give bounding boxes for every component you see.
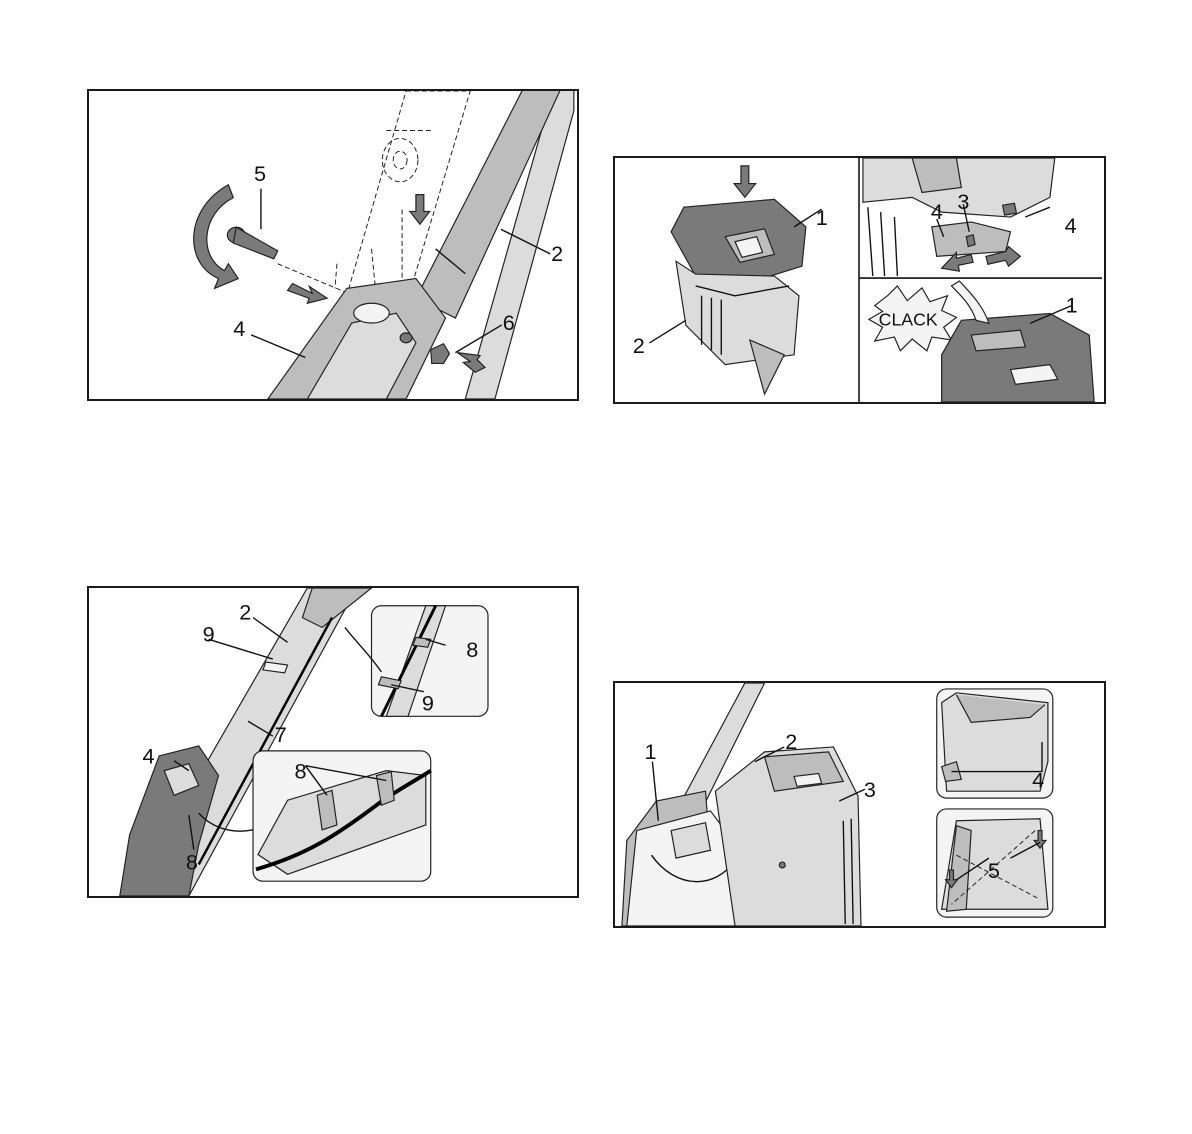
figure-catcher-mounting-drawing: 1 2 3 4 5 bbox=[615, 683, 1104, 926]
callout-catcher: 3 bbox=[864, 777, 876, 802]
callout-cable-hook-top: 8 bbox=[466, 637, 478, 662]
callout-bolt: 5 bbox=[254, 161, 266, 186]
callout-bracket: 4 bbox=[142, 744, 154, 769]
callout-catcher: 2 bbox=[633, 333, 645, 358]
callout-cable: 7 bbox=[275, 722, 287, 747]
callout-cable-hook-lower: 8 bbox=[186, 849, 198, 874]
callout-bracket: 4 bbox=[233, 316, 245, 341]
figure-catcher-lid-assembly: 1 2 4 3 4 CLACK 1 bbox=[613, 156, 1106, 404]
callout-lid: 1 bbox=[816, 205, 828, 230]
figure-handle-bolt-drawing: 5 2 4 6 bbox=[89, 91, 577, 399]
callout-cable-clip-inset: 9 bbox=[422, 690, 434, 715]
callout-flap: 1 bbox=[645, 739, 657, 764]
callout-cable-clip: 9 bbox=[203, 621, 215, 646]
callout-handle: 2 bbox=[239, 600, 251, 625]
callout-handle: 2 bbox=[785, 729, 797, 754]
callout-latch-right: 4 bbox=[1065, 213, 1077, 238]
figure-catcher-lid-drawing: 1 2 4 3 4 CLACK 1 bbox=[615, 158, 1104, 402]
figure-cable-routing: 2 9 7 4 8 8 8 9 bbox=[87, 586, 579, 898]
callout-handle: 2 bbox=[551, 241, 563, 266]
figure-catcher-mounting: 1 2 3 4 5 bbox=[613, 681, 1106, 928]
callout-hook: 4 bbox=[1032, 767, 1044, 792]
callout-lid-pressed: 1 bbox=[1066, 292, 1078, 317]
callout-latch-pin: 3 bbox=[957, 189, 969, 214]
sound-label-clack: CLACK bbox=[879, 309, 938, 329]
figure-handle-bolt-assembly: 5 2 4 6 bbox=[87, 89, 579, 401]
callout-guide: 5 bbox=[988, 858, 1000, 883]
callout-nut: 6 bbox=[503, 310, 515, 335]
callout-cable-hook-inset: 8 bbox=[295, 759, 307, 784]
figure-cable-routing-drawing: 2 9 7 4 8 8 8 9 bbox=[89, 588, 577, 896]
callout-latch-left: 4 bbox=[931, 199, 943, 224]
